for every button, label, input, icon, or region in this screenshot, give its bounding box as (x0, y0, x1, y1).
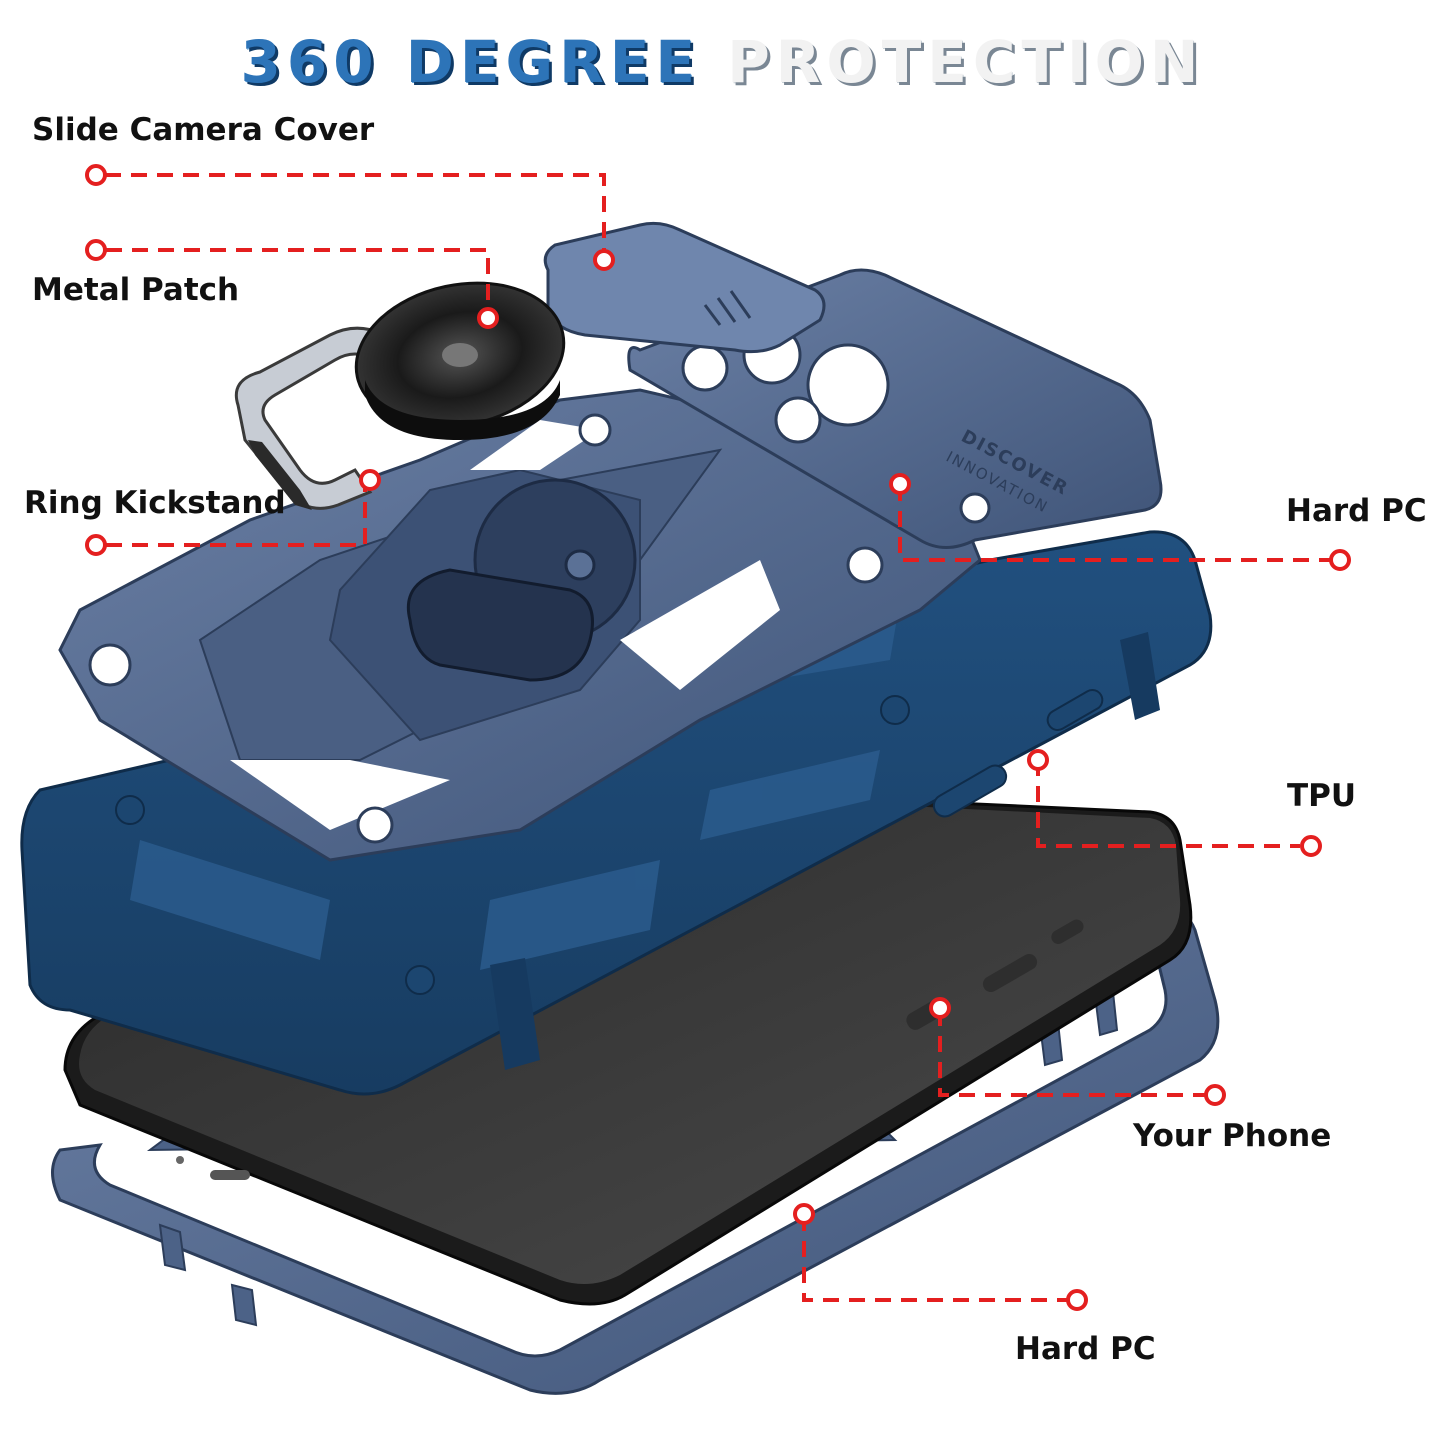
callout-line-slide-camera-cover (105, 173, 606, 257)
label-ring-kickstand: Ring Kickstand (24, 485, 286, 521)
callout-line-your-phone (938, 1010, 1205, 1097)
label-hard-pc-top: Hard PC (1286, 493, 1427, 529)
slide-cover (543, 221, 826, 354)
callout-line-ring-kickstand (106, 480, 367, 547)
tpu-case (20, 530, 1213, 1096)
title-part-light: PROTECTION (727, 28, 1205, 96)
hard-pc-armor (58, 388, 982, 862)
label-hard-pc-bottom: Hard PC (1015, 1331, 1156, 1367)
title-part-blue: 360 DEGREE (240, 28, 728, 96)
label-slide-camera-cover: Slide Camera Cover (32, 112, 375, 148)
label-metal-patch: Metal Patch (32, 272, 240, 308)
phone-body (63, 793, 1193, 1306)
callout-line-tpu (1036, 760, 1300, 848)
callout-line-hard-pc-bottom (802, 1215, 1068, 1302)
callout-lines (105, 173, 1330, 1302)
label-tpu: TPU (1287, 778, 1357, 814)
callout-markers (85, 164, 1351, 1311)
ring-kickstand (234, 326, 423, 510)
label-your-phone: Your Phone (1133, 1118, 1332, 1154)
metal-patch (354, 281, 566, 440)
callout-line-metal-patch (106, 248, 490, 316)
page-title: 360 DEGREE PROTECTION (0, 28, 1445, 96)
